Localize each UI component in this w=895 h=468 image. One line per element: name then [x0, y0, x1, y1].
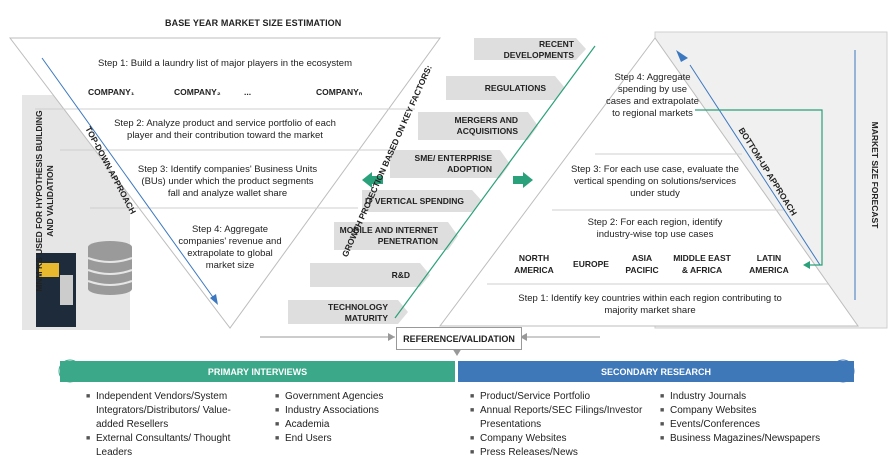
list-item: Industry Associations: [275, 404, 425, 418]
list-item: Independent Vendors/System Integrators/D…: [86, 390, 256, 432]
factor-it-vertical: IT VERTICAL SPENDING: [364, 196, 464, 206]
arrow-up-icon: [676, 50, 688, 62]
list-item: Product/Service Portfolio: [470, 390, 655, 404]
factor-mobile-internet: MOBILE AND INTERNET PENETRATION: [339, 225, 438, 246]
list-item: Company Websites: [470, 432, 655, 446]
secondary-research-bar: SECONDARY RESEARCH: [458, 361, 854, 382]
top-down-triangle: [8, 37, 441, 329]
bottom-up-step3: Step 3: For each use case, evaluate the …: [571, 164, 739, 199]
arrow-left-icon: [362, 172, 383, 188]
region-label: ASIA PACIFIC: [625, 253, 659, 275]
secondary-list-1: Product/Service Portfolio Annual Reports…: [470, 390, 655, 460]
top-down-title: BASE YEAR MARKET SIZE ESTIMATION: [165, 18, 342, 28]
region-label: MIDDLE EAST & AFRICA: [673, 253, 731, 275]
list-item: Business Magazines/Newspapers: [660, 432, 850, 446]
bottom-up-step1: Step 1: Identify key countries within ea…: [518, 293, 782, 316]
list-item: Industry Journals: [660, 390, 850, 404]
primary-interviews-bar: PRIMARY INTERVIEWS: [60, 361, 455, 382]
factor-mergers: MERGERS AND ACQUISITIONS: [454, 115, 518, 136]
list-item: Academia: [275, 418, 425, 432]
feedback-connector: [695, 109, 823, 266]
company-label: ...: [244, 87, 252, 97]
company-label: COMPANY₁: [88, 87, 135, 97]
factor-rnd: R&D: [391, 270, 410, 280]
bottom-up-step4: Step 4: Aggregate spending by use cases …: [606, 72, 699, 119]
region-label: EUROPE: [573, 259, 609, 269]
bottom-up-step2: Step 2: For each region, identify indust…: [587, 217, 723, 240]
primary-list-2: Government Agencies Industry Association…: [275, 390, 425, 446]
company-label: COMPANYₙ: [316, 87, 363, 97]
list-item: Events/Conferences: [660, 418, 850, 432]
side-label: MNM KS USED FOR HYPOTHESIS BUILDING AND …: [34, 110, 55, 292]
company-label: COMPANY₂: [174, 87, 221, 97]
list-item: Annual Reports/SEC Filings/Investor Pres…: [470, 404, 655, 432]
list-item: Company Websites: [660, 404, 850, 418]
region-label: LATIN AMERICA: [749, 253, 789, 275]
factor-sme-adoption: SME/ ENTERPRISE ADOPTION: [414, 153, 492, 174]
list-item: Press Releases/News: [470, 446, 655, 460]
primary-title: PRIMARY INTERVIEWS: [207, 366, 308, 377]
top-down-step4: Step 4: Aggregate companies' revenue and…: [178, 224, 282, 271]
reference-box: REFERENCE/VALIDATION: [396, 327, 522, 350]
factor-regulations: REGULATIONS: [484, 83, 546, 93]
list-item: Government Agencies: [275, 390, 425, 404]
top-down-step2: Step 2: Analyze product and service port…: [114, 118, 336, 141]
region-label: NORTH AMERICA: [514, 253, 554, 275]
factor-tabs: [288, 38, 586, 324]
top-down-step1: Step 1: Build a laundry list of major pl…: [98, 58, 352, 69]
growth-connector: [394, 45, 596, 319]
secondary-title: SECONDARY RESEARCH: [600, 366, 712, 377]
primary-list-1: Independent Vendors/System Integrators/D…: [86, 390, 256, 460]
arrow-down-icon: [210, 294, 218, 305]
list-item: External Consultants/ Thought Leaders: [86, 432, 256, 460]
factor-recent-developments: RECENT DEVELOPMENTS: [503, 39, 574, 60]
bottom-up-triangle: [439, 37, 859, 327]
top-down-step3: Step 3: Identify companies' Business Uni…: [137, 164, 318, 199]
forecast-label: MARKET SIZE FORECAST: [870, 121, 880, 229]
secondary-list-2: Industry Journals Company Websites Event…: [660, 390, 850, 446]
database-icon: [88, 241, 132, 295]
factor-tech-maturity: TECHNOLOGY MATURITY: [328, 302, 388, 323]
list-item: End Users: [275, 432, 425, 446]
arrow-right-icon: [513, 172, 533, 188]
